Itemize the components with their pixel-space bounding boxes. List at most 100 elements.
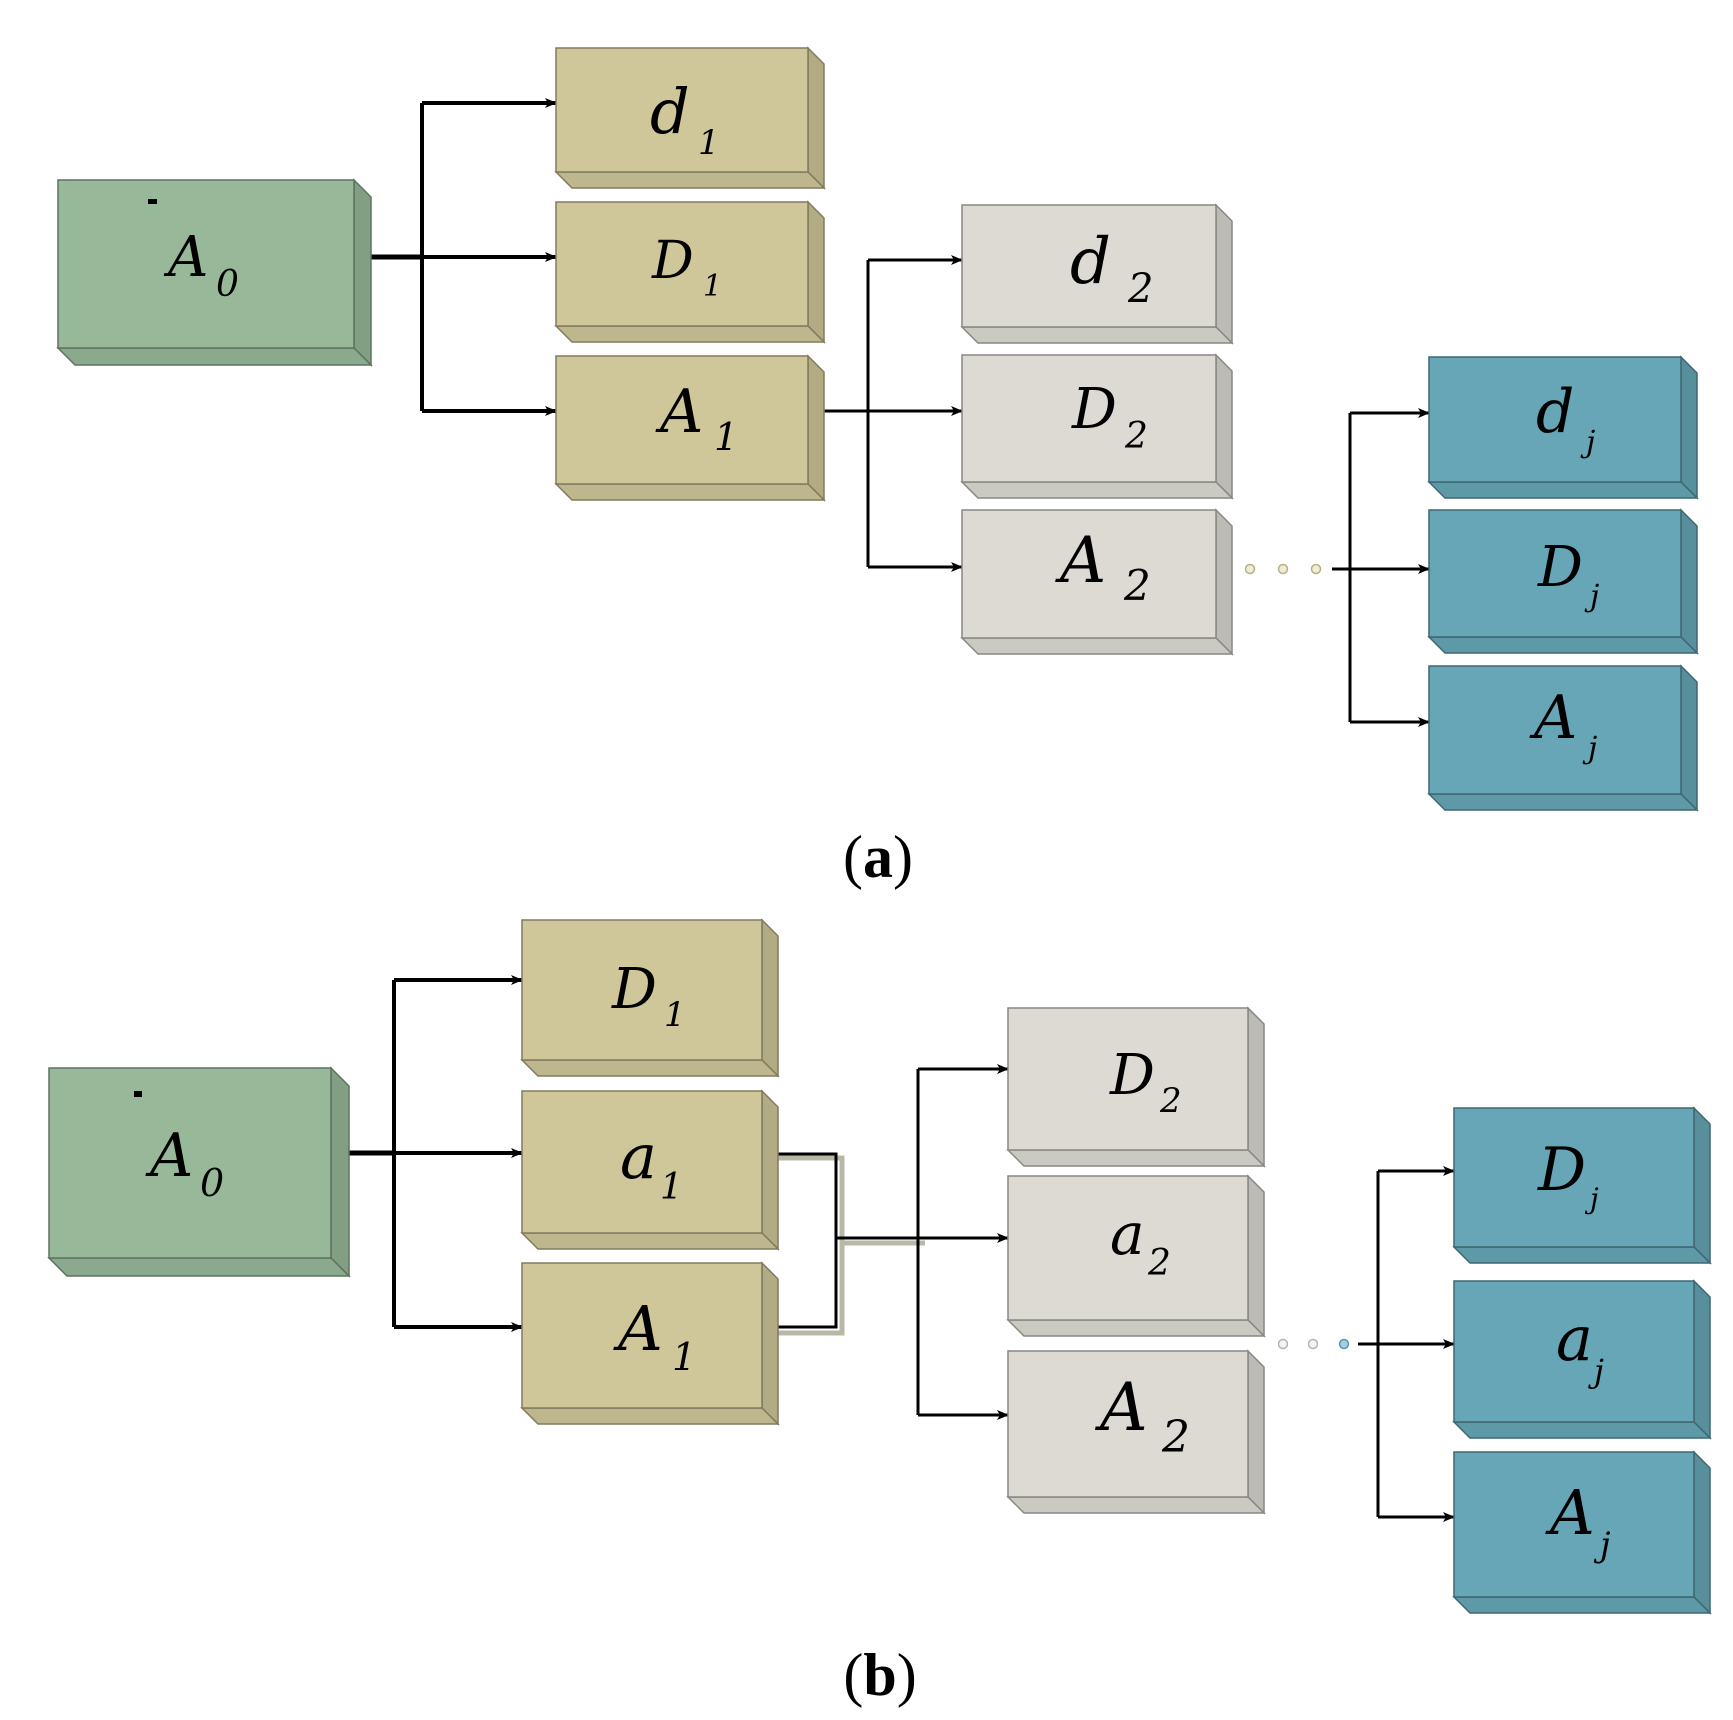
- block-front-face: [1453, 1107, 1695, 1248]
- block-bottom-face: [1427, 481, 1699, 499]
- block-bottom-face: [1452, 1246, 1712, 1264]
- block-bottom-face: [554, 483, 826, 501]
- caption-a: (a): [843, 824, 913, 890]
- block-bottom-face: [1452, 1421, 1712, 1439]
- box-b-D1: D 1: [520, 918, 780, 1078]
- block-bottom-face: [520, 1407, 780, 1425]
- caption-b: (b): [843, 1642, 916, 1708]
- block-bottom-face: [1006, 1149, 1266, 1167]
- block-side-face: [807, 354, 825, 502]
- box-a-A1-main: A: [655, 377, 703, 447]
- block-front-face: [555, 47, 809, 173]
- block-side-face: [1693, 1279, 1711, 1440]
- block-bottom-face: [1006, 1496, 1266, 1514]
- box-b-a1: a 1: [520, 1089, 780, 1251]
- block-front-face: [1428, 356, 1682, 483]
- block-side-face: [1693, 1106, 1711, 1265]
- box-b-Dj-main: D: [1537, 1135, 1586, 1205]
- block-side-face: [761, 918, 779, 1078]
- box-b-A0-main: A: [145, 1121, 193, 1191]
- box-b-a2-main: a: [1110, 1200, 1145, 1268]
- block-bottom-face: [520, 1232, 780, 1250]
- box-b-D2-main: D: [1109, 1043, 1155, 1108]
- box-a-D2-main: D: [1071, 377, 1117, 442]
- block-side-face: [1680, 508, 1698, 655]
- box-a-D2-sub: 2: [1124, 416, 1148, 457]
- continuation-dots-a: [1244, 563, 1322, 575]
- panel-b-connectors: [326, 975, 1455, 1522]
- box-a-A0-main: A: [163, 225, 208, 290]
- box-b-aj: a j: [1452, 1279, 1712, 1440]
- block-side-face: [1215, 508, 1233, 656]
- connector-b1-merge: [758, 1152, 838, 1329]
- box-b-a1-sub: 1: [660, 1167, 683, 1208]
- box-b-A2-main: A: [1094, 1369, 1148, 1446]
- box-a-dj-main: d: [1536, 377, 1574, 447]
- block-side-face: [1680, 664, 1698, 812]
- block-side-face: [807, 46, 825, 190]
- box-b-a2-sub: 2: [1147, 1243, 1171, 1284]
- box-a-D1: D 1: [554, 200, 826, 344]
- block-front-face: [555, 355, 809, 485]
- block-side-face: [353, 178, 372, 367]
- block-front-face: [521, 1262, 763, 1409]
- block-side-face: [1247, 1349, 1265, 1515]
- block-side-face: [1680, 355, 1698, 500]
- block-front-face: [521, 919, 763, 1061]
- box-b-D1-main: D: [611, 957, 657, 1022]
- box-a-A0-sub: 0: [216, 264, 239, 305]
- box-a-d1: d 1: [554, 46, 826, 190]
- box-a-A0: A 0: [56, 178, 373, 367]
- block-bottom-face: [1427, 636, 1699, 654]
- artifact-mark: [148, 199, 157, 204]
- block-side-face: [761, 1261, 779, 1426]
- block-bottom-face: [554, 171, 826, 189]
- caption-b-label: b: [863, 1642, 896, 1708]
- box-a-d2-sub: 2: [1127, 266, 1153, 312]
- block-front-face: [1007, 1007, 1249, 1151]
- block-front-face: [1453, 1451, 1695, 1598]
- box-b-A1: A 1: [520, 1261, 780, 1426]
- box-b-Dj: D j: [1452, 1106, 1712, 1265]
- block-front-face: [48, 1067, 332, 1259]
- block-front-face: [1007, 1175, 1249, 1321]
- box-a-Dj: D j: [1427, 508, 1699, 655]
- box-b-a1-main: a: [620, 1120, 657, 1193]
- box-b-D1-sub: 1: [664, 995, 686, 1035]
- box-b-aj-main: a: [1556, 1302, 1593, 1375]
- box-a-A2: A 2: [960, 508, 1234, 656]
- block-bottom-face: [47, 1257, 351, 1277]
- block-front-face: [1453, 1280, 1695, 1423]
- box-a-D2: D 2: [960, 353, 1234, 500]
- block-side-face: [330, 1066, 350, 1278]
- block-bottom-face: [960, 481, 1234, 499]
- block-bottom-face: [1452, 1596, 1712, 1614]
- block-bottom-face: [960, 326, 1234, 344]
- block-front-face: [961, 509, 1217, 639]
- box-b-A0-sub: 0: [200, 1161, 224, 1205]
- box-a-D1-sub: 1: [703, 269, 722, 304]
- block-side-face: [1215, 353, 1233, 500]
- block-side-face: [1215, 203, 1233, 345]
- block-front-face: [57, 179, 355, 349]
- block-bottom-face: [554, 325, 826, 343]
- box-a-Aj: A j: [1427, 664, 1699, 812]
- block-front-face: [521, 1090, 763, 1234]
- block-front-face: [1007, 1350, 1249, 1498]
- panel-a: A 0 d 1 D 1 A 1 d 2 D 2 A 2 d: [56, 46, 1699, 890]
- block-front-face: [555, 201, 809, 327]
- box-b-Aj-main: A: [1545, 1476, 1595, 1549]
- box-a-A1: A 1: [554, 354, 826, 502]
- block-front-face: [1428, 665, 1682, 795]
- box-a-Aj-main: A: [1529, 683, 1577, 753]
- block-front-face: [961, 354, 1217, 483]
- box-a-d2: d 2: [960, 203, 1234, 345]
- box-b-a2: a 2: [1006, 1174, 1266, 1338]
- block-side-face: [761, 1089, 779, 1251]
- block-side-face: [807, 200, 825, 344]
- block-bottom-face: [56, 347, 373, 366]
- block-side-face: [1693, 1450, 1711, 1615]
- box-b-A2-sub: 2: [1161, 1412, 1190, 1463]
- block-bottom-face: [520, 1059, 780, 1077]
